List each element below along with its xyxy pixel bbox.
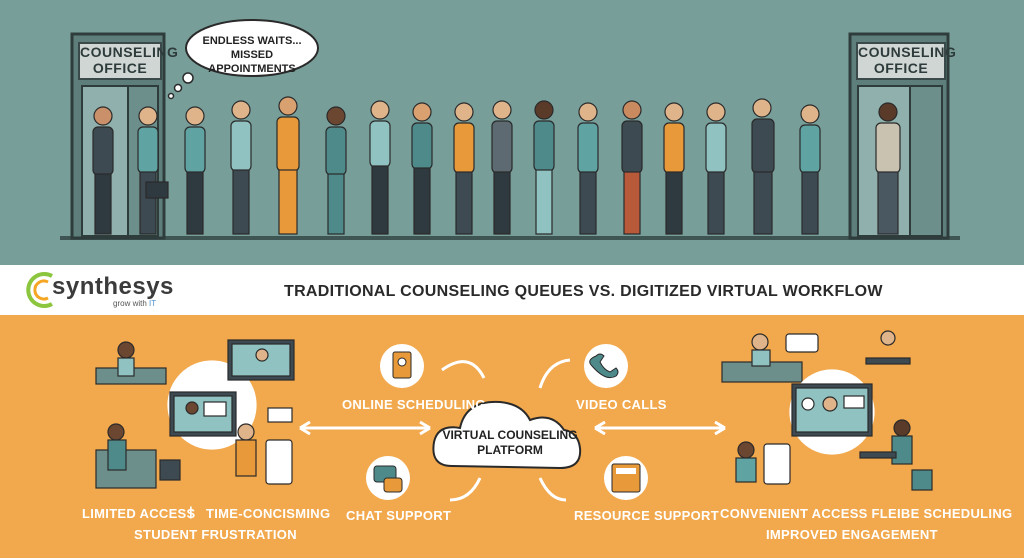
- person-15: [705, 102, 727, 235]
- person-6: [325, 106, 347, 235]
- limited-access-caption: LIMITED ACCESS: [82, 506, 196, 521]
- person-8: [411, 102, 433, 235]
- video-calls-label: VIDEO CALLS: [576, 397, 667, 412]
- person-16: [751, 98, 775, 235]
- right-caption-line2: IMPROVED ENGAGEMENT: [766, 527, 938, 542]
- right-students: [721, 330, 933, 491]
- online-scheduling-label: ONLINE SCHEDULING: [342, 397, 486, 412]
- person-18: [875, 102, 901, 235]
- online-scheduling-icon: [380, 344, 424, 388]
- person-5: [276, 96, 300, 235]
- page-title: TRADITIONAL COUNSELING QUEUES VS. DIGITI…: [284, 283, 883, 300]
- person-10: [491, 100, 513, 235]
- person-11: [533, 100, 555, 235]
- person-7: [369, 100, 391, 235]
- logo-wordmark: synthesys: [52, 273, 174, 300]
- student-frustration-caption: STUDENT FRUSTRATION: [134, 527, 297, 542]
- chat-support-icon: [366, 456, 410, 500]
- left-students: [95, 339, 295, 489]
- title-band: [0, 265, 1024, 315]
- caption-divider: |: [189, 504, 193, 519]
- person-13: [621, 100, 643, 235]
- logo-tagline: grow with IT: [113, 299, 156, 308]
- person-4: [230, 100, 252, 235]
- logo-mark: [26, 272, 53, 308]
- time-concisming-caption: TIME-CONCISMING: [206, 506, 331, 521]
- person-9: [453, 102, 475, 235]
- person-3: [184, 106, 206, 235]
- queue-people: [92, 96, 901, 235]
- right-door-sign: COUNSELING OFFICE: [856, 42, 956, 80]
- thought-bubble: [167, 19, 319, 100]
- person-14: [663, 102, 685, 235]
- person-17: [799, 104, 821, 235]
- video-calls-icon: [584, 344, 628, 388]
- left-door-sign: COUNSELING OFFICE: [78, 42, 178, 80]
- chat-support-label: CHAT SUPPORT: [346, 508, 452, 523]
- virtual-counseling-cloud: [432, 400, 582, 470]
- logo-tagline-prefix: grow with: [113, 299, 150, 308]
- person-12: [577, 102, 599, 235]
- connectors: [299, 358, 726, 502]
- right-caption-line1: CONVENIENT ACCESS FLEIBE SCHEDULING: [720, 506, 1013, 521]
- cloud-label: VIRTUAL COUNSELING PLATFORM: [442, 428, 578, 457]
- person-2: [137, 106, 169, 235]
- floor-line: [60, 236, 960, 240]
- resource-support-icon: [604, 456, 648, 500]
- thought-bubble-text: ENDLESS WAITS... MISSED APPOINTMENTS: [202, 35, 302, 75]
- logo-tagline-it: IT: [149, 299, 157, 308]
- person-1: [92, 106, 114, 235]
- resource-support-label: RESOURCE SUPPORT: [574, 508, 719, 523]
